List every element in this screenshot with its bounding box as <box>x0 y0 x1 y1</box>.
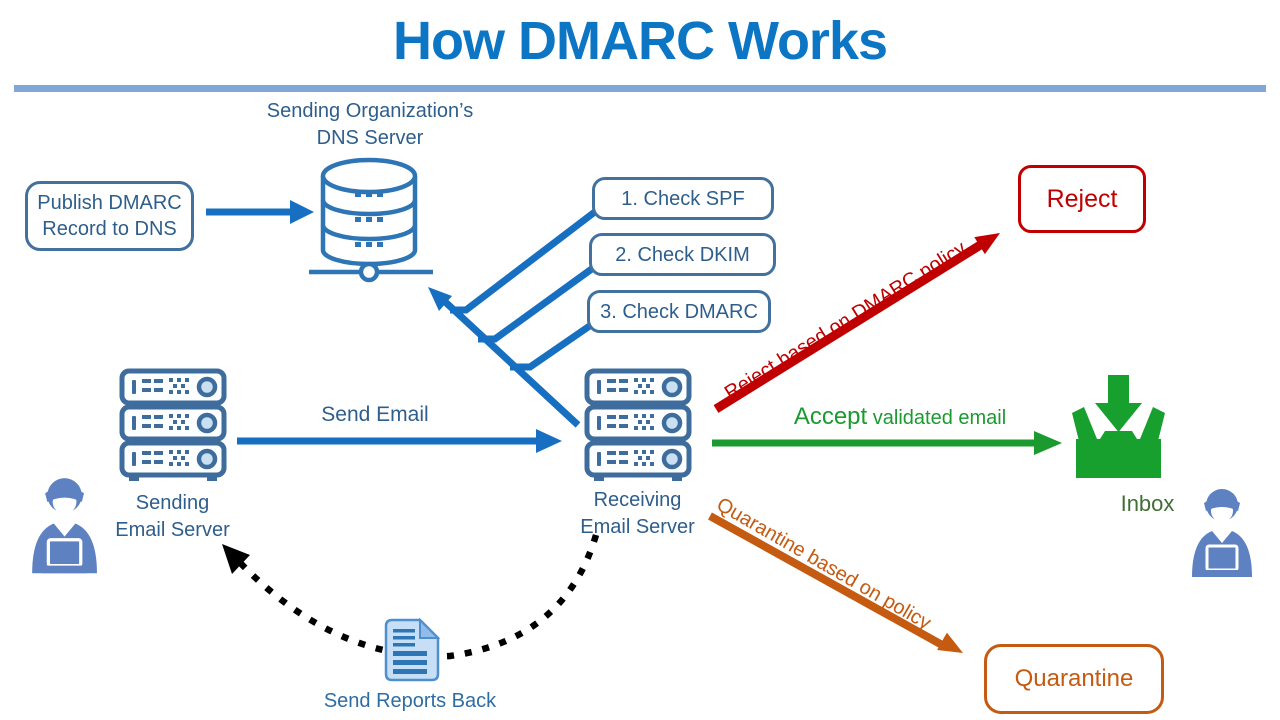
dns-query-arrow <box>428 208 599 428</box>
sender-person-icon <box>30 476 99 575</box>
dns-query-branch-1 <box>450 208 599 314</box>
publish-dmarc-box-line1: Publish DMARC <box>37 192 182 214</box>
quarantine-label: Quarantine <box>1014 665 1134 692</box>
publish-dmarc-box-line2: Record to DNS <box>42 218 177 240</box>
recipient-person-icon <box>1190 487 1254 579</box>
reject-arrow <box>713 233 1000 413</box>
sending-server-label-line1: Sending <box>135 492 210 514</box>
inbox-label: Inbox <box>1120 491 1175 516</box>
accept-label: Accept validated email <box>770 403 1030 431</box>
check-spf-label: 1. Check SPF <box>621 187 745 210</box>
publish-arrow <box>206 200 314 224</box>
sending-server-icon <box>122 371 224 481</box>
receiving-server-label: Receiving Email Server <box>560 487 715 541</box>
dns-query-branch-2 <box>478 265 596 343</box>
reject-label: Reject <box>1046 185 1118 213</box>
reject-box: Reject <box>1018 165 1146 233</box>
sending-server-label-line2: Email Server <box>115 519 230 541</box>
title-underline <box>14 85 1266 92</box>
reports-arrow <box>222 534 600 660</box>
quarantine-arrow <box>708 512 963 653</box>
dns-server-label-line1: Sending Organization’s <box>266 100 474 122</box>
receiving-server-label-line2: Email Server <box>580 516 695 538</box>
send-reports-label: Send Reports Back <box>323 690 497 712</box>
check-dmarc-label: 3. Check DMARC <box>600 300 758 323</box>
publish-dmarc-box: Publish DMARC Record to DNS <box>25 181 194 251</box>
check-dkim-box: 2. Check DKIM <box>589 233 776 276</box>
check-dkim-label: 2. Check DKIM <box>615 243 750 266</box>
inbox-icon <box>1072 375 1165 478</box>
receiving-server-label-line1: Receiving <box>593 489 682 511</box>
report-document-icon <box>384 617 441 682</box>
receiving-server-icon <box>587 371 689 481</box>
send-email-label: Send Email <box>321 403 429 426</box>
dns-query-branch-3 <box>510 322 593 371</box>
dns-server-label-line2: DNS Server <box>316 127 424 149</box>
sending-server-label: Sending Email Server <box>95 490 250 544</box>
check-dmarc-box: 3. Check DMARC <box>587 290 771 333</box>
accept-label-sub: validated email <box>867 407 1007 429</box>
dns-server-label: Sending Organization’s DNS Server <box>210 98 530 152</box>
send-email-arrow <box>237 429 562 453</box>
page-title: How DMARC Works <box>392 11 888 71</box>
accept-arrow <box>712 431 1062 455</box>
accept-label-main: Accept <box>793 403 868 430</box>
quarantine-box: Quarantine <box>984 644 1164 714</box>
check-spf-box: 1. Check SPF <box>592 177 774 220</box>
dns-server-icon <box>309 157 433 283</box>
